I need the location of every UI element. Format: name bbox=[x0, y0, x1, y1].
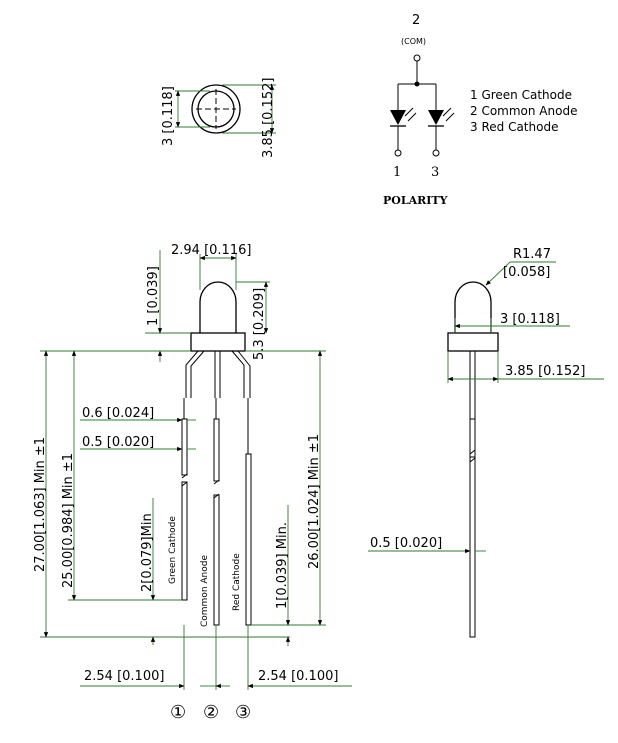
green-led-diode-icon bbox=[390, 110, 406, 125]
total-length-dim: 27.00[1.063] Min ±1 bbox=[33, 437, 48, 572]
top-view-inner-dim: 3 [0.118] bbox=[161, 86, 176, 146]
length-25-dim: 25.00[0.984] Min ±1 bbox=[61, 453, 76, 588]
side-view: R1.47 [0.058] 3 [0.118] 3.85 [0.152] 0.5… bbox=[368, 247, 604, 638]
com-label: (COM) bbox=[401, 37, 426, 46]
legend-item-1: 1 Green Cathode bbox=[470, 88, 572, 102]
front-view: Green Cathode Common Anode Red Cathode 2… bbox=[33, 243, 352, 723]
side-body-dim: 3 [0.118] bbox=[500, 312, 560, 327]
lead-narrow-dim: 0.5 [0.020] bbox=[82, 435, 154, 450]
length-1-dim: 1[0.039] Min. bbox=[275, 522, 290, 609]
pin-circle-3: ③ bbox=[235, 702, 251, 723]
front-lens-outline bbox=[199, 281, 237, 333]
pin2-number: 2 bbox=[412, 13, 420, 28]
side-flange-dim: 3.85 [0.152] bbox=[505, 364, 585, 379]
legend-item-3: 3 Red Cathode bbox=[470, 120, 558, 134]
pin-label-common-anode: Common Anode bbox=[200, 555, 210, 627]
red-led-diode-icon bbox=[428, 110, 444, 125]
pin-circle-1: ① bbox=[170, 702, 186, 723]
side-lens-outline bbox=[454, 281, 492, 333]
polarity-schematic: 2 (COM) 1 3 1 Green Cathode 2 Common Ano… bbox=[383, 13, 577, 207]
lens-width-dim: 2.94 [0.116] bbox=[171, 243, 251, 258]
legend-item-2: 2 Common Anode bbox=[470, 104, 577, 118]
length-26-dim: 26.00[1.024] Min ±1 bbox=[307, 434, 322, 569]
top-view-outer-dim: 3.85 [0.152] bbox=[261, 78, 276, 158]
pin3-number: 3 bbox=[431, 165, 439, 180]
length-2-dim: 2[0.079]Min bbox=[140, 513, 155, 592]
flange-height-dim: 1 [0.039] bbox=[146, 266, 161, 326]
side-radius: R1.47 bbox=[513, 247, 551, 262]
side-flange bbox=[447, 332, 499, 352]
front-flange bbox=[190, 332, 246, 352]
pin-label-red-cathode: Red Cathode bbox=[232, 553, 242, 611]
pin-label-green-cathode: Green Cathode bbox=[168, 516, 178, 584]
pitch-left-dim: 2.54 [0.100] bbox=[84, 669, 164, 684]
lead-wide-dim: 0.6 [0.024] bbox=[82, 406, 154, 421]
polarity-label: POLARITY bbox=[383, 194, 448, 207]
pin-circle-2: ② bbox=[203, 702, 219, 723]
side-radius-in: [0.058] bbox=[503, 265, 550, 280]
side-lead-dim: 0.5 [0.020] bbox=[370, 536, 442, 551]
lens-height-dim: 5.3 [0.209] bbox=[252, 288, 267, 360]
top-view-flange-outline bbox=[191, 84, 241, 134]
top-view: 3 [0.118] 3.85 [0.152] bbox=[161, 78, 276, 158]
pitch-right-dim: 2.54 [0.100] bbox=[258, 669, 338, 684]
pin1-number: 1 bbox=[393, 165, 401, 180]
